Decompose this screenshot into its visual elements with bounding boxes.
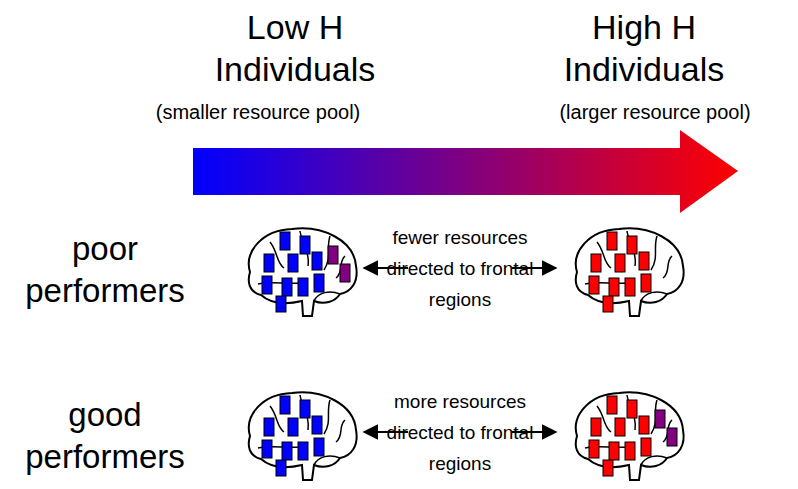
row-heading: good performers bbox=[5, 394, 205, 478]
row-heading: poor performers bbox=[5, 228, 205, 312]
brain-low-poor bbox=[249, 228, 357, 316]
group-note: (larger resource pool) bbox=[559, 100, 750, 124]
gradient-arrow bbox=[193, 130, 738, 213]
brain-high-good bbox=[576, 392, 684, 480]
group-heading: Low H Individuals bbox=[185, 6, 405, 90]
group-note: (smaller resource pool) bbox=[156, 100, 361, 124]
brain-low-good bbox=[249, 392, 357, 480]
group-heading: High H Individuals bbox=[534, 6, 754, 90]
brain-high-poor bbox=[576, 228, 684, 316]
comparison-note: fewer resources directed to frontal regi… bbox=[385, 222, 535, 315]
comparison-note: more resources directed to frontal regio… bbox=[385, 386, 535, 479]
